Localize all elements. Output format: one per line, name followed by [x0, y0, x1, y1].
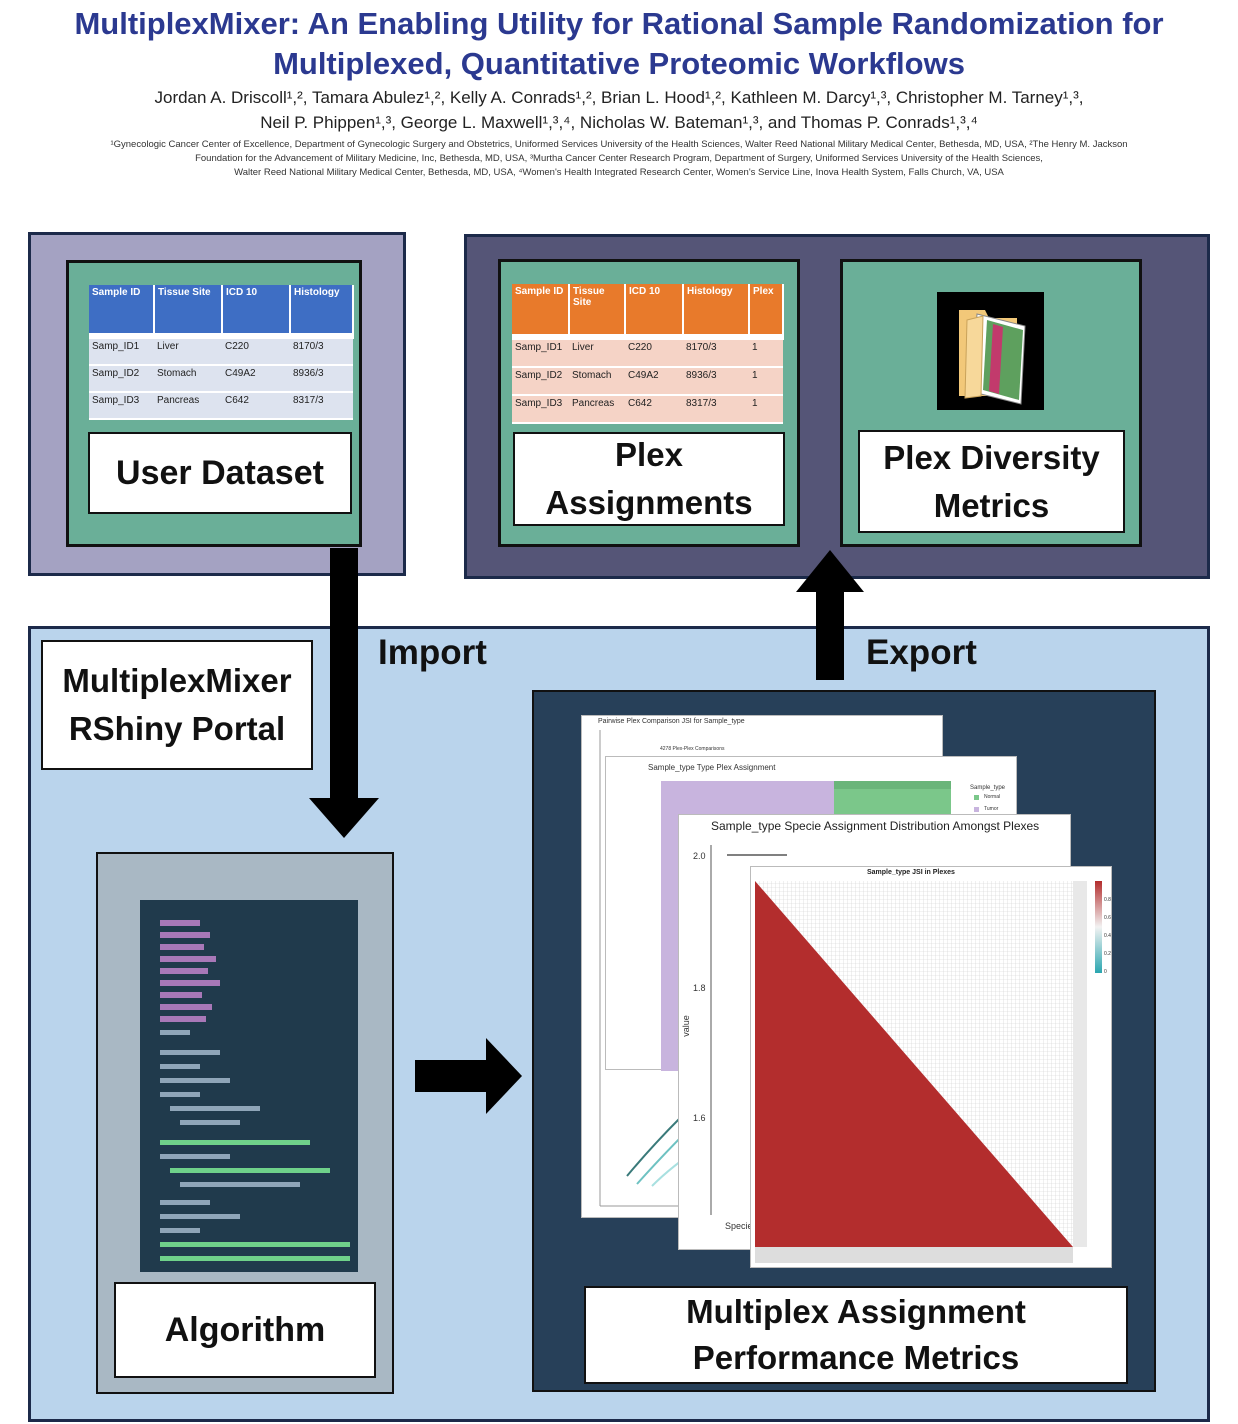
legend-swatch-tumor	[974, 807, 979, 812]
plot4-scale: 0.2	[1104, 951, 1111, 957]
plot3-tick: 1.6	[693, 1113, 706, 1123]
table-cell: Samp_ID1	[512, 337, 569, 368]
table-cell: 1	[749, 395, 783, 424]
plot2-legend-normal: Normal	[984, 794, 1001, 800]
table-cell: 8317/3	[683, 395, 749, 424]
algorithm-label: Algorithm	[164, 1310, 326, 1349]
table-cell: 8936/3	[290, 365, 353, 393]
process-arrow-shaft	[415, 1060, 491, 1092]
table-row: Samp_ID1 Liver C220 8170/3	[89, 336, 353, 366]
plot3-title: Sample_type Specie Assignment Distributi…	[711, 819, 1040, 833]
export-arrow-shaft	[816, 590, 844, 680]
table-header: Plex	[749, 284, 784, 337]
export-arrow-icon	[796, 550, 864, 592]
portal-label-box: MultiplexMixer RShiny Portal	[41, 640, 313, 770]
table-cell: Samp_ID2	[89, 365, 154, 393]
performance-label-line1: Multiplex Assignment	[686, 1293, 1026, 1330]
portal-label-line1: MultiplexMixer	[62, 662, 292, 699]
table-cell: C49A2	[222, 365, 290, 393]
table-cell: Pancreas	[569, 395, 625, 424]
plot2-title: Sample_type Type Plex Assignment	[648, 763, 776, 772]
affiliations-line2: Foundation for the Advancement of Milita…	[195, 153, 1043, 164]
table-cell: Pancreas	[154, 392, 222, 420]
table-cell: 1	[749, 337, 783, 368]
user-dataset-table-wrap: Sample ID Tissue Site ICD 10 Histology S…	[89, 285, 354, 420]
table-row: Samp_ID1 Liver C220 8170/3 1	[512, 337, 783, 368]
plex-assignments-label-line2: Assignments	[545, 484, 753, 521]
table-header: Tissue Site	[154, 285, 223, 336]
table-cell: C220	[222, 336, 290, 366]
plex-diversity-label-line1: Plex Diversity	[883, 438, 1100, 476]
affiliations-line1: ¹Gynecologic Cancer Center of Excellence…	[110, 139, 1128, 150]
portal-label-line2: RShiny Portal	[68, 710, 286, 747]
process-arrow-icon	[486, 1038, 522, 1114]
plot4-scale: 0	[1104, 969, 1107, 975]
table-cell: C642	[625, 395, 683, 424]
table-cell: Stomach	[569, 367, 625, 396]
plot-jsi-heatmap: Sample_type JSI in Plexes 0.8 0.6 0.4 0.…	[750, 866, 1112, 1268]
table-cell: Liver	[154, 336, 222, 366]
table-cell: Samp_ID2	[512, 367, 569, 396]
plot4-title: Sample_type JSI in Plexes	[867, 869, 955, 876]
export-label: Export	[866, 633, 977, 672]
plot3-tick: 1.8	[693, 983, 706, 993]
poster-title-line1: MultiplexMixer: An Enabling Utility for …	[74, 6, 1164, 41]
affiliations-line3: Walter Reed National Military Medical Ce…	[234, 167, 1004, 178]
plot1-title: Pairwise Plex Comparison JSI for Sample_…	[598, 718, 745, 725]
plot1-legend: 4278 Plex-Plex Comparisons	[660, 746, 725, 752]
plot4-scale: 0.8	[1104, 897, 1111, 903]
code-screenshot	[140, 900, 358, 1272]
plot3-tick: 2.0	[693, 851, 706, 861]
table-header: ICD 10	[625, 284, 684, 337]
import-arrow-shaft	[330, 548, 358, 800]
table-header: Histology	[290, 285, 354, 336]
table-cell: 8317/3	[290, 392, 353, 420]
table-cell: Stomach	[154, 365, 222, 393]
algorithm-label-box: Algorithm	[114, 1282, 376, 1378]
plex-assignments-table: Sample ID Tissue Site ICD 10 Histology P…	[512, 284, 784, 424]
table-cell: C49A2	[625, 367, 683, 396]
table-cell: C220	[625, 337, 683, 368]
table-cell: 8170/3	[290, 336, 353, 366]
user-dataset-table: Sample ID Tissue Site ICD 10 Histology S…	[89, 285, 354, 420]
table-header: ICD 10	[222, 285, 291, 336]
table-cell: 8170/3	[683, 337, 749, 368]
import-label: Import	[378, 633, 487, 672]
table-row: Samp_ID3 Pancreas C642 8317/3	[89, 392, 353, 420]
legend-swatch-normal	[974, 795, 979, 800]
poster-title-line2: Multiplexed, Quantitative Proteomic Work…	[273, 46, 965, 81]
table-cell: C642	[222, 392, 290, 420]
table-cell: Liver	[569, 337, 625, 368]
table-header: Sample ID	[512, 284, 570, 337]
table-cell: 8936/3	[683, 367, 749, 396]
plot2-legend-tumor: Tumor	[984, 806, 999, 812]
plex-assignments-label-box: Plex Assignments	[513, 432, 785, 526]
plex-table-wrap: Sample ID Tissue Site ICD 10 Histology P…	[512, 284, 784, 424]
table-header: Histology	[683, 284, 750, 337]
plot3-xlabel: Specie	[725, 1221, 753, 1231]
table-row: Samp_ID2 Stomach C49A2 8936/3	[89, 365, 353, 393]
plex-diversity-label-box: Plex Diversity Metrics	[858, 430, 1125, 533]
plex-diversity-label-line2: Metrics	[933, 486, 1050, 524]
folder-icon	[937, 292, 1044, 410]
import-arrow-icon	[309, 798, 379, 838]
plex-assignments-label-line1: Plex	[615, 436, 683, 473]
plot2-legend-title: Sample_type	[970, 785, 1006, 791]
table-row: Samp_ID2 Stomach C49A2 8936/3 1	[512, 367, 783, 396]
performance-label-line2: Performance Metrics	[692, 1339, 1020, 1376]
table-cell: 1	[749, 367, 783, 396]
table-header: Tissue Site	[569, 284, 626, 337]
table-cell: Samp_ID3	[89, 392, 154, 420]
table-cell: Samp_ID1	[89, 336, 154, 366]
table-cell: Samp_ID3	[512, 395, 569, 424]
user-dataset-label-box: User Dataset	[88, 432, 352, 514]
table-header: Sample ID	[89, 285, 155, 336]
authors-line1: Jordan A. Driscoll¹,², Tamara Abulez¹,²,…	[154, 88, 1084, 107]
table-row: Samp_ID3 Pancreas C642 8317/3 1	[512, 395, 783, 424]
performance-label-box: Multiplex Assignment Performance Metrics	[584, 1286, 1128, 1384]
plot4-scale: 0.6	[1104, 915, 1111, 921]
user-dataset-label: User Dataset	[116, 453, 324, 492]
authors-line2: Neil P. Phippen¹,³, George L. Maxwell¹,³…	[260, 113, 978, 132]
plot4-scale: 0.4	[1104, 933, 1111, 939]
